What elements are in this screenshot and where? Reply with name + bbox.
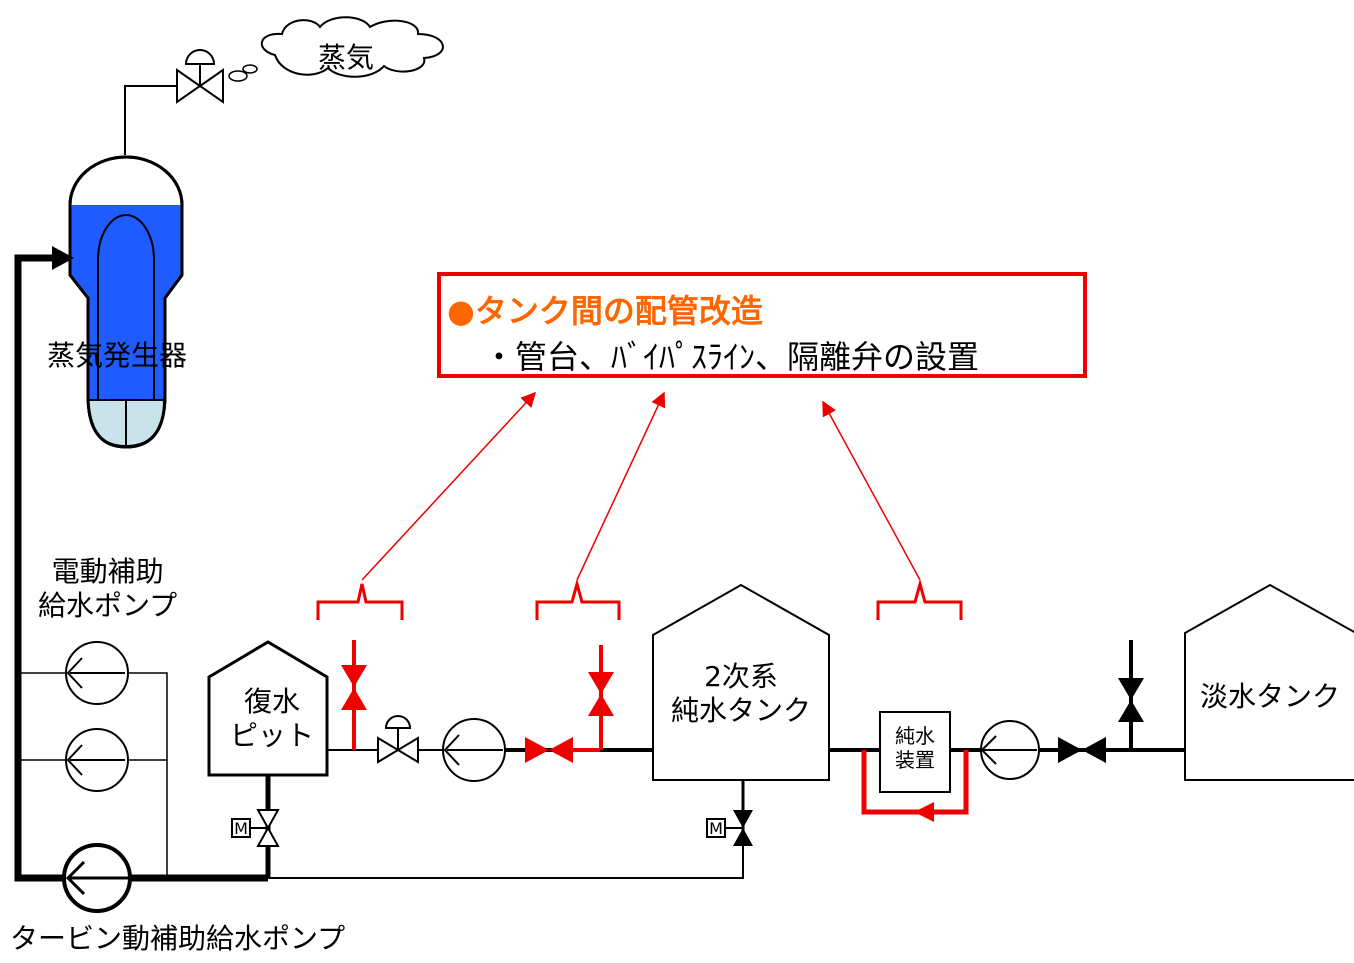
motor-pump-1 [65,641,129,705]
aux-feedwater-line [14,246,271,882]
turbine-pump-label: タービン動補助給水ポンプ [10,922,346,955]
steam-line [124,85,215,155]
pit-control-valve [377,715,419,764]
callout-title: ●タンク間の配管改造 [447,292,763,330]
motor-pump-2 [65,728,129,792]
condensate-pit [207,640,329,777]
condensate-pit-label-line2: ピット [230,718,315,752]
pure-water-unit-label-line1: 純水 [895,724,935,748]
callout-arrows [361,391,921,581]
steam-control-valve [176,49,224,104]
new-branch-2 [588,645,614,750]
condensate-pit-label: 復水 ピット [230,685,314,752]
fresh-water-branch [1118,640,1144,750]
tank-motor-valve: M [706,810,753,846]
brace-2 [535,578,621,620]
motor-pump-label: 電動補助 給水ポンプ [38,555,177,622]
return-line [265,775,745,879]
brace-3 [876,578,963,620]
pure-water-tank-label-line1: 2次系 [704,660,778,693]
fresh-water-valve [1058,737,1106,763]
fresh-water-tank-label: 淡水タンク [1200,680,1341,713]
brace-1 [316,583,404,620]
modification-callout: ●タンク間の配管改造 ・管台、ﾊﾞｲﾊﾟｽﾗｲﾝ、隔離弁の設置 [437,272,1087,378]
fresh-water-tank [1184,583,1354,781]
new-branch-1 [341,640,367,750]
condensate-pit-label-line1: 復水 [244,685,301,718]
steam-generator [68,155,184,449]
motor-pump-label-line1: 電動補助 [51,555,164,588]
new-isolation-valve [525,737,600,763]
steam-label: 蒸気 [318,41,375,74]
transfer-pump-2 [980,720,1040,780]
motor-pump-label-line2: 給水ポンプ [38,588,178,622]
pure-water-tank [652,583,830,781]
transfer-pump-1 [442,718,506,782]
callout-subtitle: ・管台、ﾊﾞｲﾊﾟｽﾗｲﾝ、隔離弁の設置 [483,338,980,376]
pure-water-tank-label: 2次系 純水タンク [668,660,814,727]
pure-water-unit-label-line2: 装置 [895,748,935,772]
pure-water-unit-label: 純水 装置 [882,724,948,772]
turbine-pump [62,843,132,913]
pit-motor-valve: M [231,809,280,847]
steam-generator-label: 蒸気発生器 [47,339,188,372]
steam-cloud [228,16,444,82]
pure-water-tank-label-line2: 純水タンク [670,693,811,727]
svg-text:M: M [709,819,723,838]
pure-water-unit [861,711,969,822]
svg-text:M: M [234,819,248,838]
